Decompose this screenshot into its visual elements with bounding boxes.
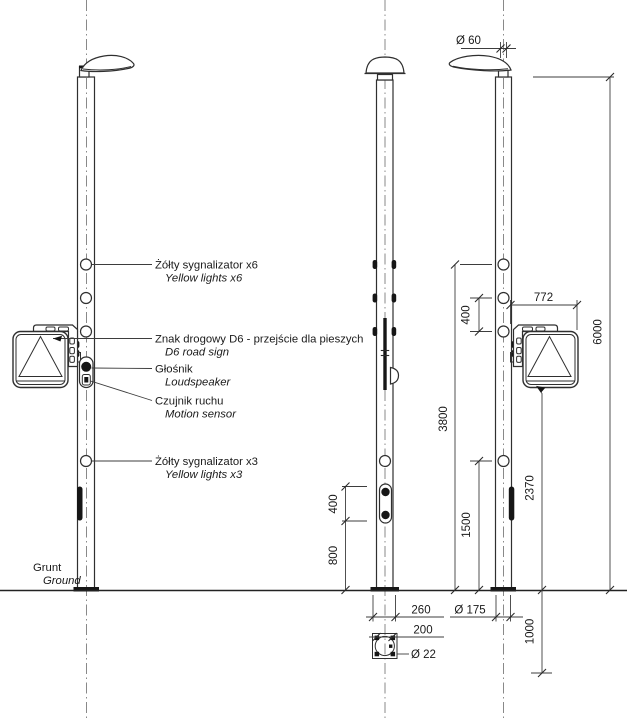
yellow-light-edge	[372, 327, 378, 336]
dim-value: 2370	[525, 475, 537, 501]
pole-base-flange	[73, 587, 99, 592]
dim-value: 260	[411, 605, 430, 617]
dimension-upper-lights-height: 3800	[438, 260, 492, 595]
middle-pole-details	[364, 56, 406, 592]
dim-value: 772	[534, 292, 553, 304]
yellow-light	[79, 291, 93, 305]
dimension-total-height: 6000	[533, 72, 615, 595]
left-pole-details	[73, 54, 135, 592]
callout-labels: Żółty sygnalizator x6 Yellow lights x6 Z…	[33, 259, 363, 588]
anchor-bolt	[390, 651, 396, 657]
yellow-light-low	[497, 454, 510, 468]
label-speaker-en: Loudspeaker	[165, 377, 232, 389]
dim-value: 400	[328, 494, 340, 513]
sign-panel	[522, 330, 579, 389]
dimension-base-plate-width: 260	[366, 595, 444, 622]
dimension-bolt-spacing: 200	[369, 625, 444, 642]
sign-panel	[12, 330, 69, 389]
dimension-pole-diameter: Ø 175	[450, 595, 523, 622]
yellow-light	[497, 258, 510, 271]
dim-value: 800	[328, 546, 340, 565]
anchor-bolt	[374, 651, 380, 657]
label-ground-pl: Grunt	[33, 562, 62, 574]
anchor-bolt	[374, 635, 380, 641]
dimension-bolt-diameter: Ø 22	[397, 649, 436, 661]
loudspeaker-bump	[389, 366, 400, 385]
label-lights3-en: Yellow lights x3	[165, 469, 243, 481]
label-lights6-pl: Żółty sygnalizator x6	[155, 259, 258, 272]
yellow-light-edge	[391, 293, 397, 303]
dimension-push-button: 400 800	[328, 482, 367, 595]
yellow-light-edge	[372, 293, 378, 303]
pole-base-flange	[370, 587, 399, 592]
dimension-foundation-depth: 1000	[525, 590, 552, 678]
dimension-lamp-diameter: Ø 60	[456, 35, 516, 58]
yellow-light-edge	[391, 260, 397, 269]
yellow-light	[79, 258, 93, 271]
yellow-light-low	[378, 454, 392, 468]
push-button-unit	[378, 483, 393, 524]
yellow-light-edge	[391, 327, 397, 336]
push-button-edge	[508, 486, 515, 521]
pole-base-flange	[490, 587, 516, 592]
lamp-head-left	[78, 54, 135, 78]
dimension-sign-width: 772	[506, 292, 582, 330]
d6-sign-left	[12, 324, 79, 389]
dimension-sign-bottom-height: 2370	[525, 385, 547, 595]
dim-value: Ø 22	[411, 649, 436, 661]
motion-sensor-unit	[81, 374, 91, 386]
dimension-lower-light-height: 1500	[461, 456, 492, 595]
label-motion-en: Motion sensor	[165, 409, 237, 421]
label-speaker-pl: Głośnik	[155, 364, 193, 376]
label-ground-en: Ground	[43, 575, 81, 587]
yellow-light	[497, 325, 510, 338]
lamp-head-middle	[364, 56, 406, 81]
leader-speaker	[91, 367, 153, 369]
push-button-edge	[77, 486, 83, 521]
yellow-light	[497, 291, 510, 305]
callout-leaders	[53, 264, 153, 462]
yellow-light-low	[79, 454, 93, 468]
sign-triangle	[18, 335, 63, 377]
dimension-upper-lights-spacing: 400	[461, 293, 492, 336]
centerlines	[86, 0, 504, 719]
d6-sign-edge	[383, 318, 387, 390]
pole-section-circle	[374, 635, 395, 657]
leader-sign-arrow	[53, 335, 62, 342]
label-motion-pl: Czujnik ruchu	[155, 396, 223, 408]
dim-value: 200	[413, 625, 432, 637]
dim-value: Ø 175	[454, 605, 485, 617]
label-sign-pl: Znak drogowy D6 - przejście dla pieszych	[155, 334, 363, 346]
label-lights6-en: Yellow lights x6	[165, 273, 243, 285]
dim-value: 6000	[593, 319, 605, 345]
anchor-bolt	[390, 635, 396, 641]
sign-triangle	[527, 335, 572, 377]
leader-motion	[90, 380, 153, 401]
lamp-head-right	[448, 54, 512, 78]
yellow-light	[79, 325, 93, 338]
dim-value: 400	[461, 305, 473, 324]
loudspeaker-unit	[78, 356, 94, 389]
dim-value: 3800	[438, 406, 450, 432]
label-sign-en: D6 road sign	[165, 347, 229, 359]
d6-sign-right	[512, 324, 579, 389]
yellow-light-edge	[372, 260, 378, 269]
dim-value: Ø 60	[456, 35, 481, 47]
dim-value: 1000	[525, 619, 537, 645]
base-plate-outline	[372, 633, 398, 659]
base-plate-detail	[372, 633, 398, 659]
label-lights3-pl: Żółty sygnalizator x3	[155, 455, 258, 468]
dim-value: 1500	[461, 512, 473, 538]
